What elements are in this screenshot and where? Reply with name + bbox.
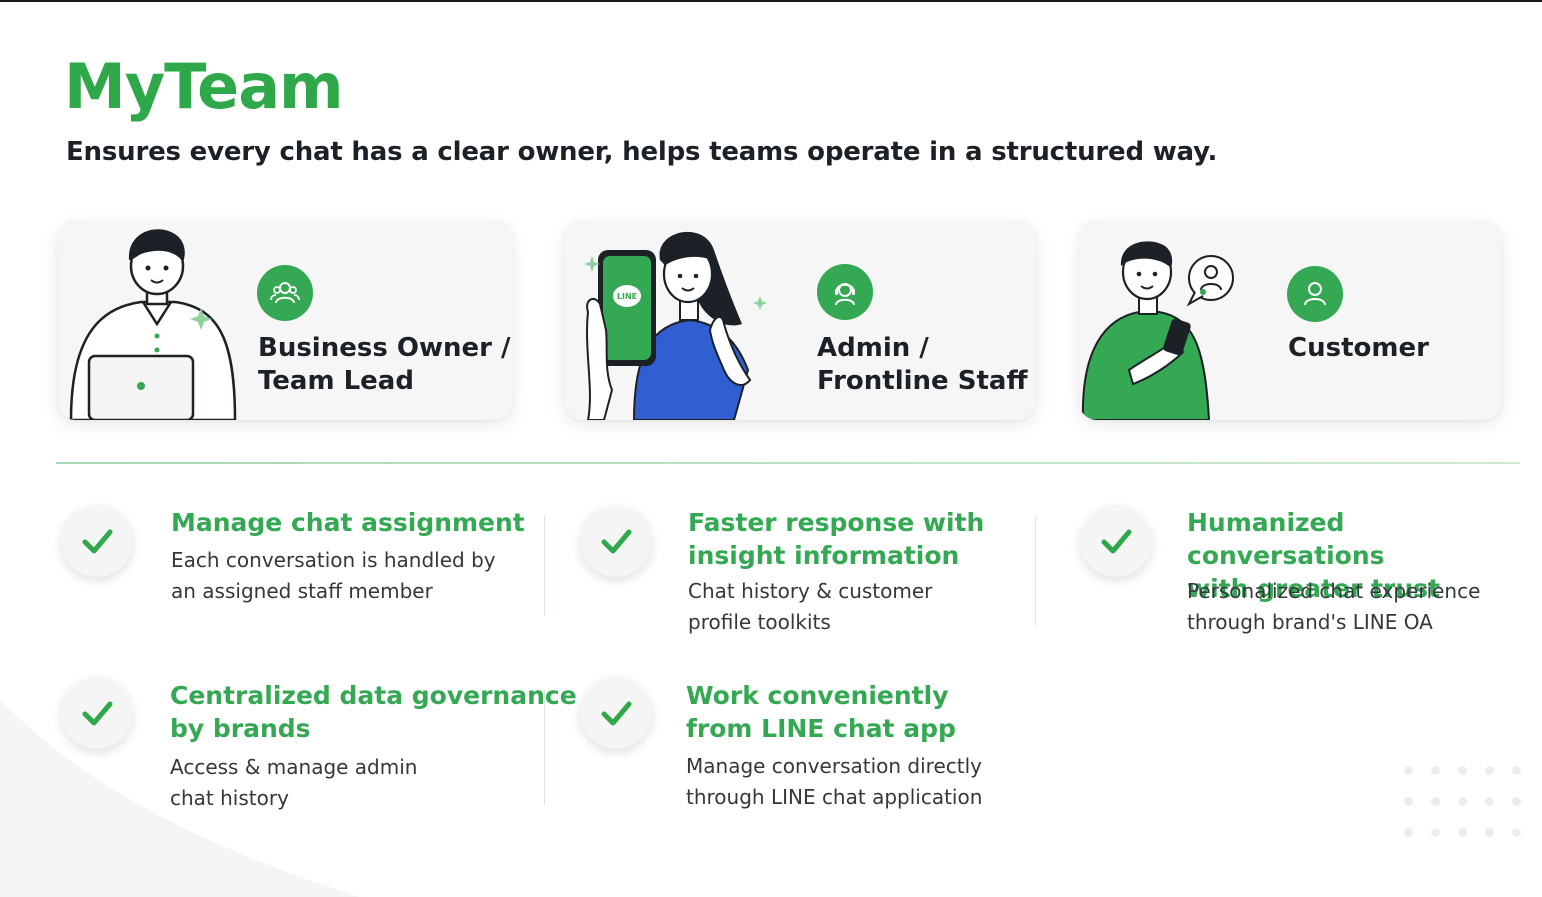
business-owner-illustration [69,229,237,420]
user-icon [1287,266,1343,322]
role-label-customer: Customer [1288,333,1429,363]
role-label-business-owner: Business Owner /Team Lead [258,333,511,396]
customer-illustration [1081,241,1234,420]
role-card-customer: Customer [1079,220,1502,420]
column-separator [544,516,545,616]
check-icon [61,505,133,577]
role-card-admin: LINE Admin /Frontline Staff [564,220,1036,420]
admin-staff-illustration: LINE [584,231,767,420]
role-card-business-owner: Business Owner /Team Lead [57,220,513,420]
check-icon [1080,505,1152,577]
page-subtitle: Ensures every chat has a clear owner, he… [66,137,1218,167]
role-label-admin: Admin /Frontline Staff [817,333,1028,396]
section-divider [56,462,1520,464]
column-separator [1035,516,1036,626]
feature-title-chat-assignment: Manage chat assignment [171,508,525,537]
team-icon [257,265,313,321]
page-title: MyTeam [64,50,344,123]
column-separator [544,690,545,805]
check-icon [580,677,652,749]
headset-agent-icon [817,264,873,320]
check-icon [61,677,133,749]
check-icon [580,505,652,577]
top-border [0,0,1542,2]
line-badge: LINE [617,292,637,301]
